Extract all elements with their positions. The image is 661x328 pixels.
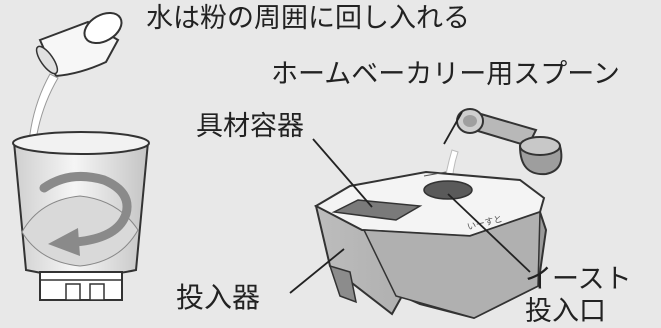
- ingredient-container-label: 具材容器: [196, 111, 304, 142]
- dispenser: いーすと: [313, 170, 548, 320]
- yeast-inlet-hole: [423, 180, 473, 200]
- bread-pan: [12, 131, 150, 301]
- leader-lines: [289, 111, 531, 294]
- circular-arrow-icon: [39, 171, 132, 256]
- ingredient-container-slot: [331, 199, 423, 221]
- water-label: 水は粉の周囲に回し入れる: [146, 3, 470, 34]
- yeast-inlet-label-line1: イースト: [525, 264, 632, 295]
- yeast-inlet-label: イースト 投入口: [525, 264, 632, 328]
- dispenser-label: 投入器: [176, 281, 261, 314]
- yeast-inlet-label-line2: 投入口: [525, 295, 606, 327]
- spoon-label: ホームベーカリー用スプーン: [271, 59, 620, 90]
- water-cup: [35, 11, 123, 78]
- measuring-spoon: [456, 108, 563, 176]
